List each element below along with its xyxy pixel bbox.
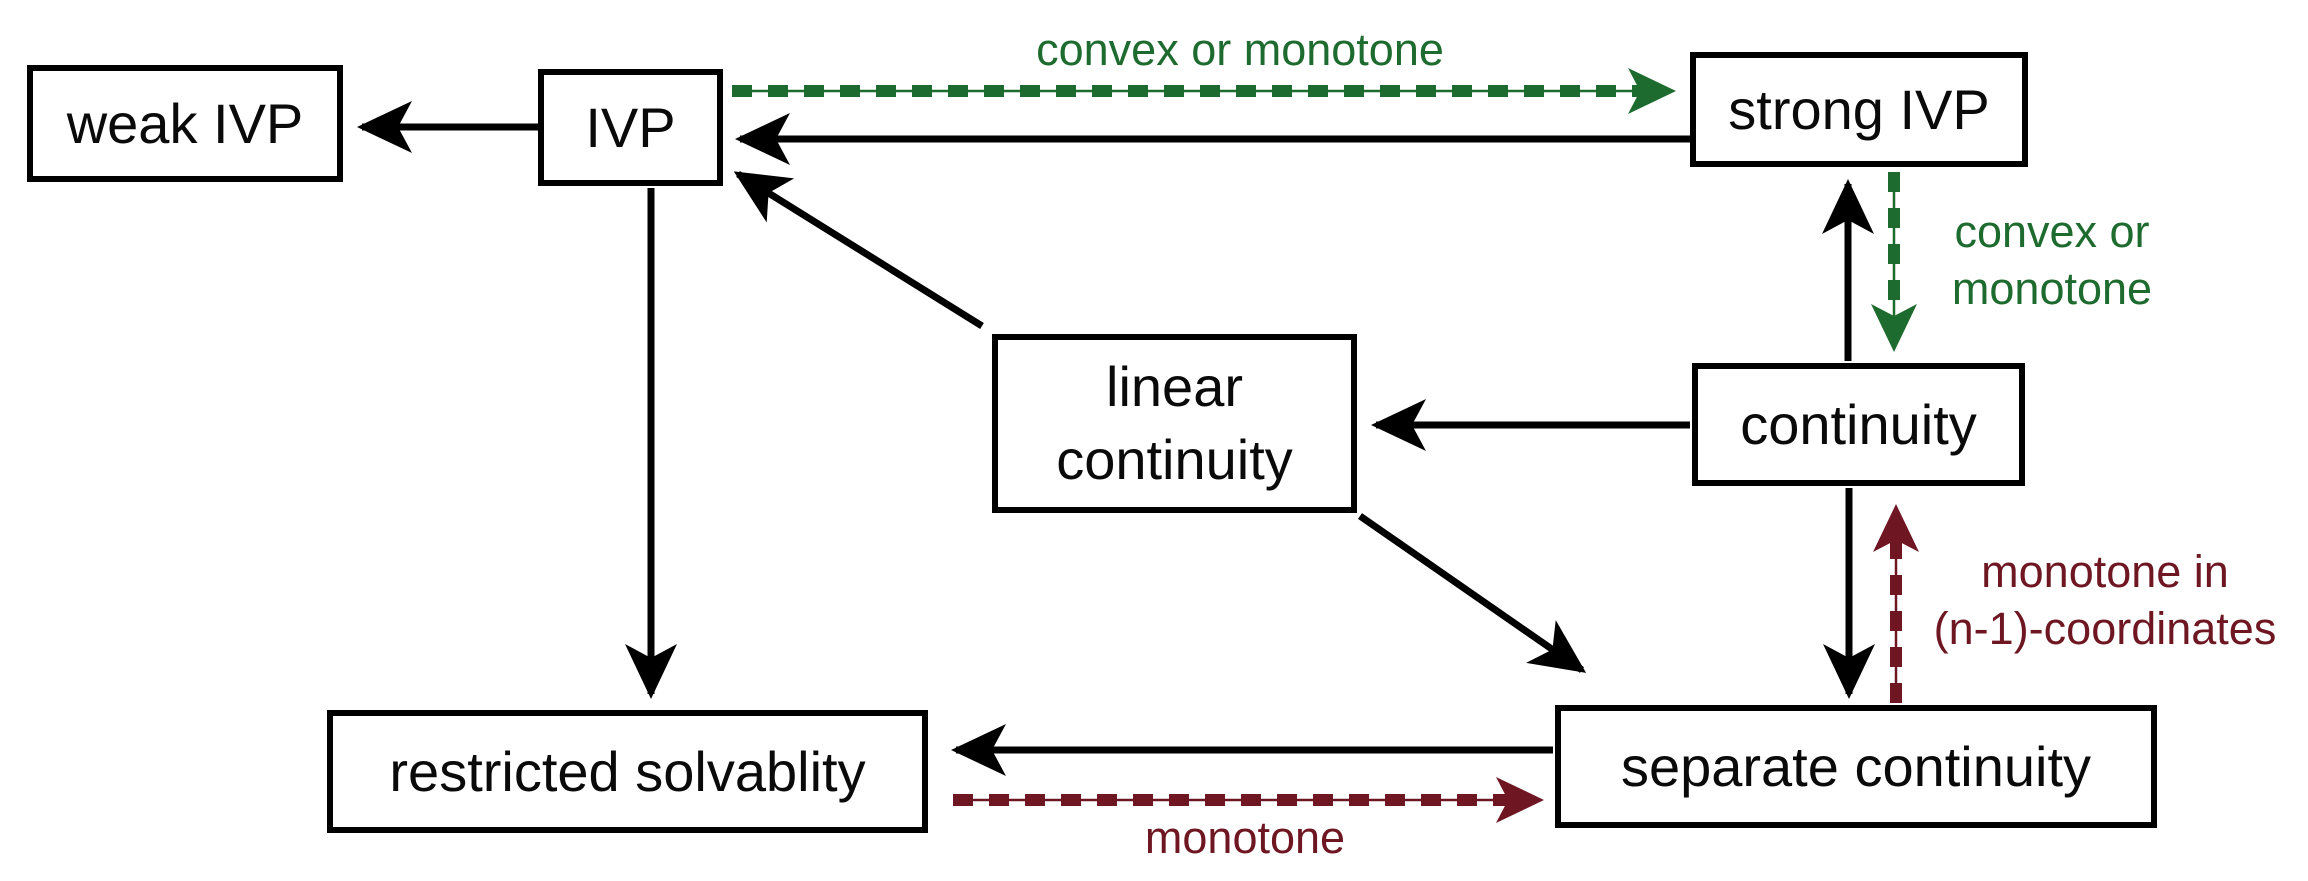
arrow-linear-continuity-to-separate-continuity: [1358, 513, 1587, 673]
node-continuity: continuity: [1692, 363, 2025, 486]
node-restricted-solvablity: restricted solvablity: [327, 710, 928, 833]
edge-label-line: convex or: [1954, 206, 2150, 257]
edge-label-convex-or-monotone-top: convex or monotone: [1036, 24, 1444, 75]
arrow-linear-continuity-to-ivp: [733, 171, 984, 329]
node-separate-continuity: separate continuity: [1555, 705, 2157, 828]
edge-label-line: monotone: [1951, 262, 2153, 314]
edge-label-monotone-bottom: monotone: [1144, 812, 1346, 863]
edge-label-line: monotone in: [1981, 546, 2229, 597]
node-ivp: IVP: [538, 69, 723, 186]
node-weak-ivp: weak IVP: [27, 65, 343, 182]
edge-label-line: (n-1)-coordinates: [1933, 602, 2277, 654]
edge-label-monotone-coordinates: monotone in (n-1)-coordinates: [1905, 544, 2305, 657]
node-strong-ivp: strong IVP: [1690, 52, 2028, 167]
node-linear-continuity: linear continuity: [992, 334, 1357, 513]
edge-label-convex-or-monotone-right: convex or monotone: [1912, 204, 2192, 317]
